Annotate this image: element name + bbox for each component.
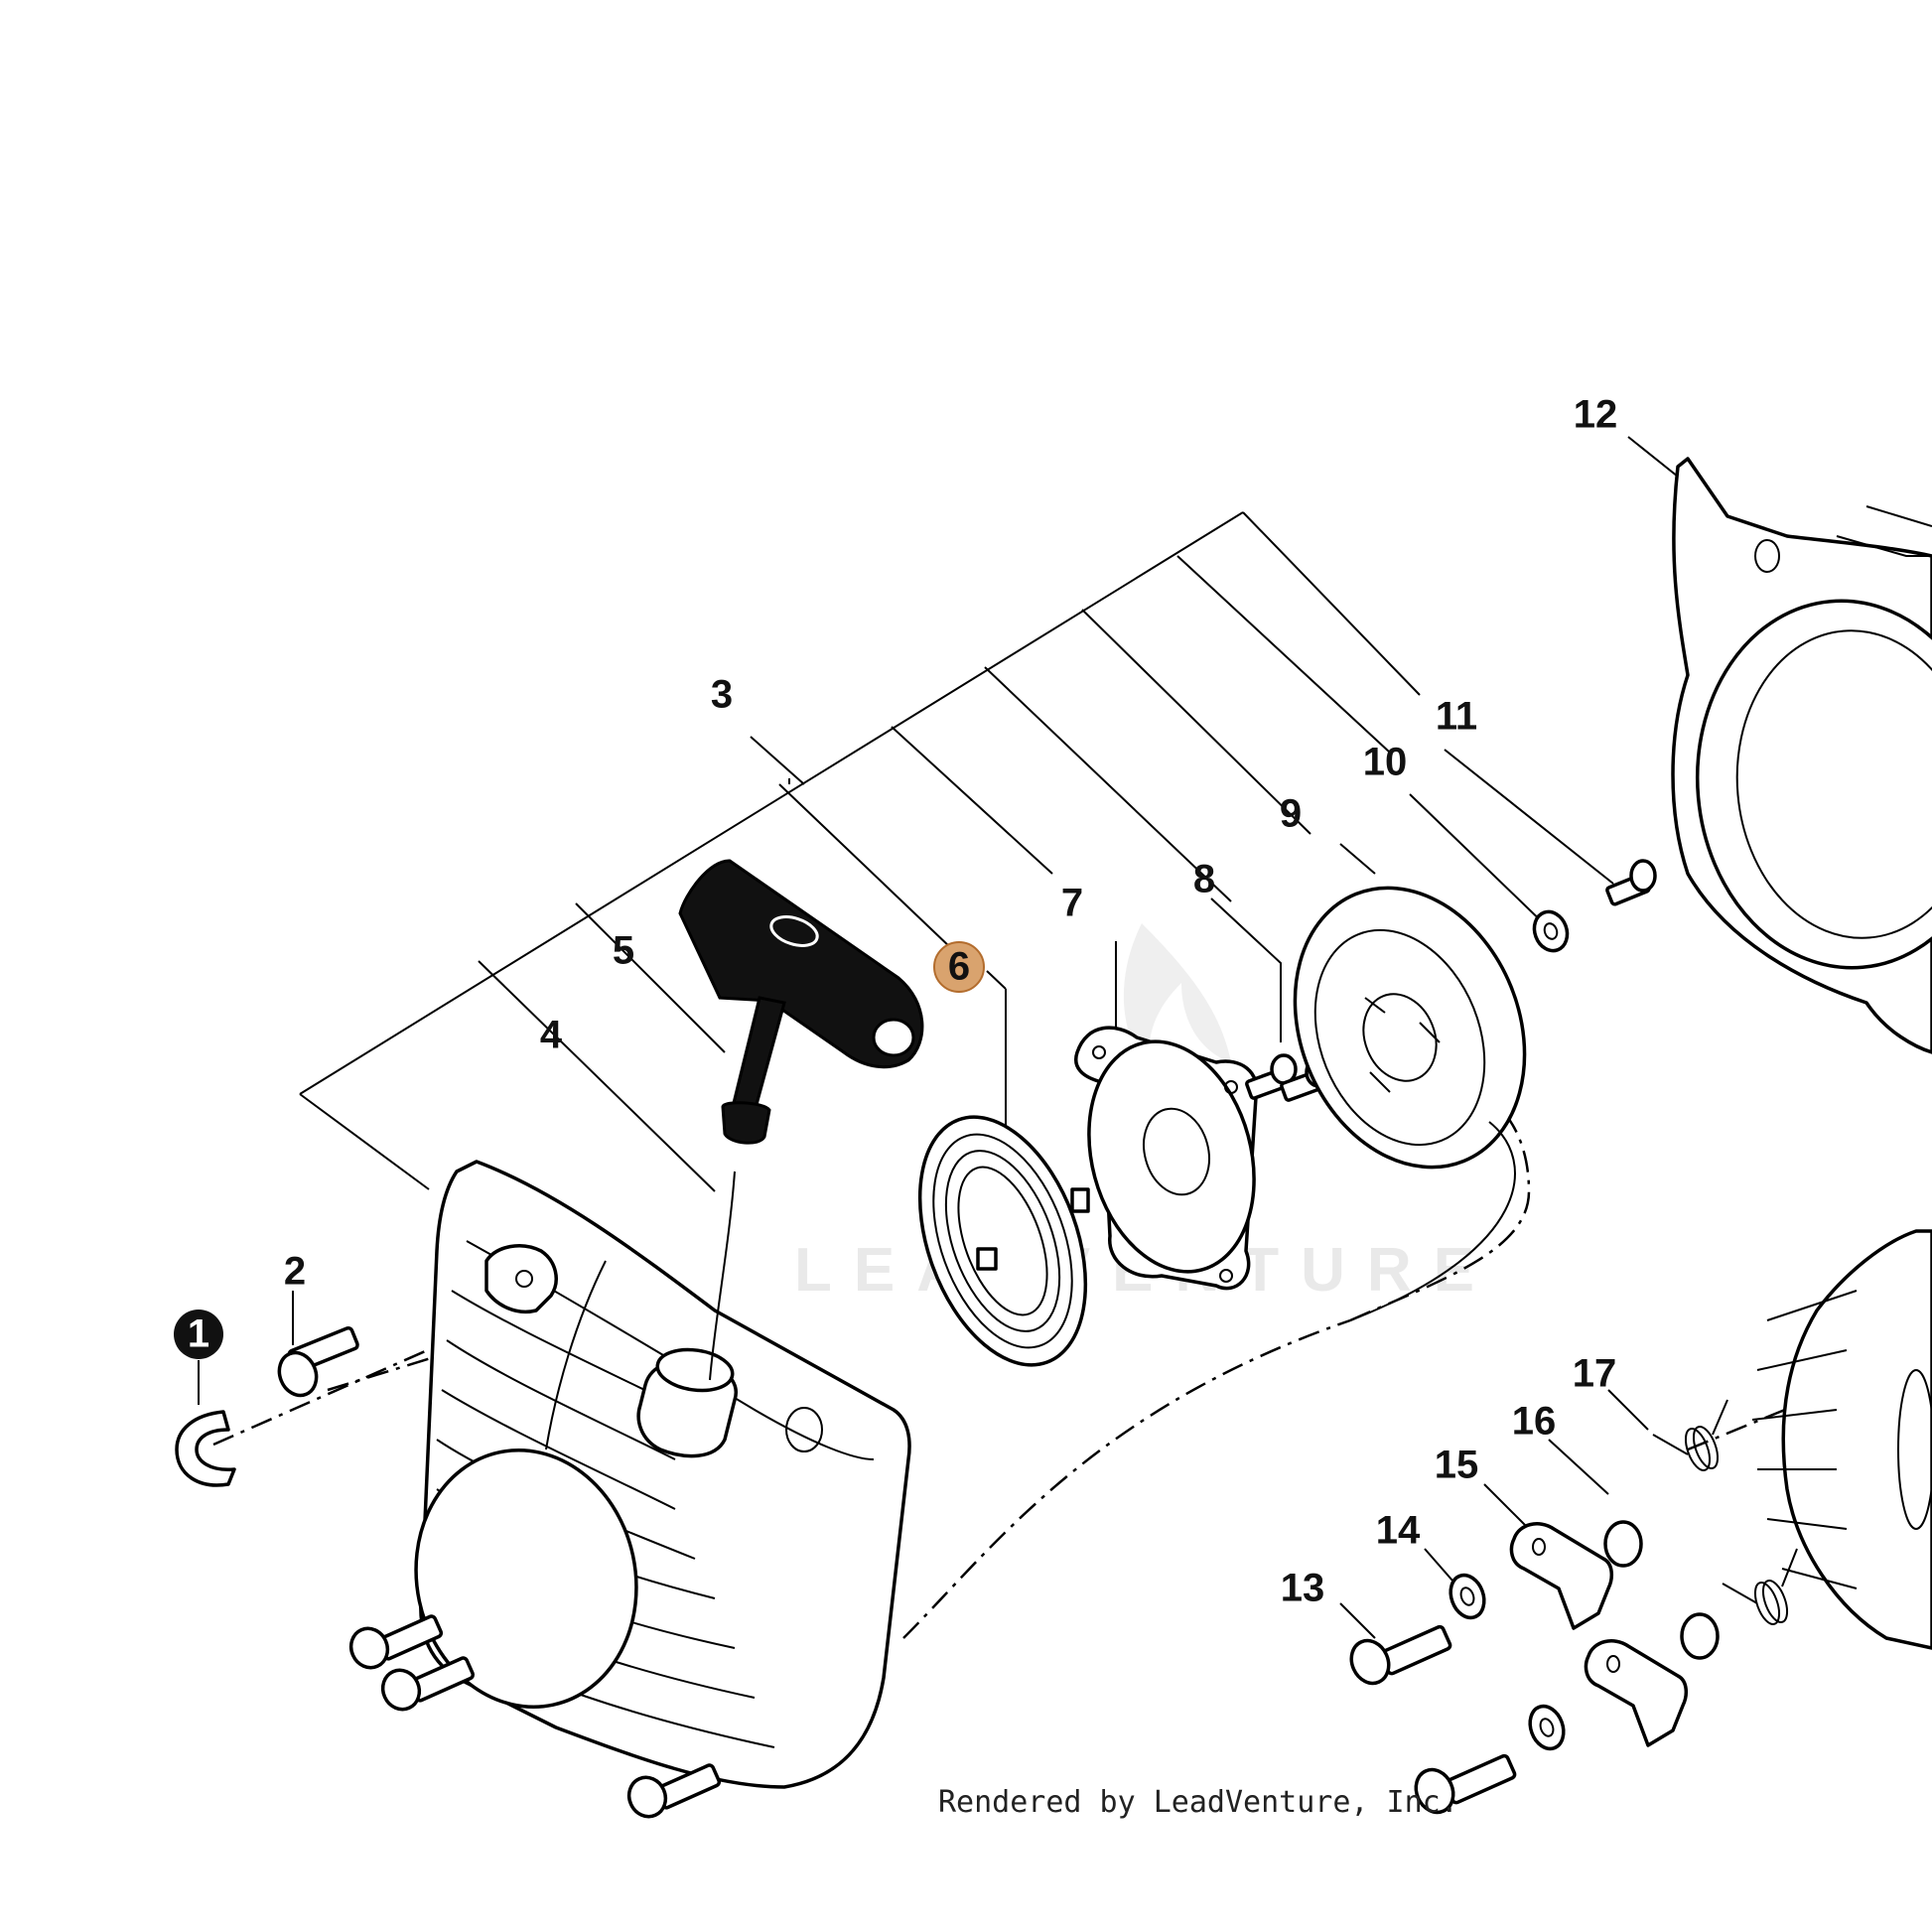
- callout-14: 14: [1376, 1509, 1421, 1553]
- callout-11: 11: [1436, 695, 1477, 739]
- callout-15: 15: [1435, 1444, 1479, 1487]
- part-1-circlip: [175, 1410, 236, 1487]
- callout-16: 16: [1512, 1400, 1557, 1444]
- part-fan-housing: [414, 1160, 911, 1789]
- part-6-rewind-spring: [917, 1115, 1090, 1367]
- part-16-sleeve: [1603, 1520, 1720, 1660]
- render-credit: Rendered by LeadVenture, Inc.: [938, 1785, 1458, 1820]
- part-15-pawl: [1509, 1522, 1689, 1747]
- callout-10: 10: [1363, 741, 1408, 784]
- part-5-starter-grip: [678, 859, 924, 1381]
- part-17-spring: [1652, 1399, 1798, 1625]
- part-14-washer: [1449, 1573, 1566, 1751]
- callout-2: 2: [284, 1250, 306, 1294]
- part-9-rope-rotor: [1293, 886, 1527, 1321]
- part-flywheel: [1751, 1229, 1932, 1650]
- part-10-washer: [1532, 909, 1570, 953]
- callout-8: 8: [1193, 858, 1215, 901]
- callout-labels: 1 2 3 4 5 6 7 8 9 10 11 12 13 14 15 16 1…: [174, 393, 1617, 1610]
- callout-17: 17: [1573, 1352, 1617, 1396]
- callout-9: 9: [1280, 792, 1302, 836]
- callout-6: 6: [948, 945, 970, 989]
- part-11-screw: [1605, 859, 1657, 906]
- callout-3: 3: [711, 673, 733, 717]
- callout-5: 5: [613, 929, 634, 973]
- part-7-spring-housing: [1074, 1026, 1259, 1291]
- callout-12: 12: [1574, 393, 1618, 437]
- callout-13: 13: [1281, 1567, 1325, 1610]
- housing-screws: [348, 1614, 722, 1819]
- part-13-screw: [1349, 1624, 1517, 1815]
- part-2-screw: [277, 1325, 359, 1398]
- callout-4: 4: [540, 1014, 563, 1057]
- callout-1-badge: [174, 1310, 223, 1359]
- kit-bracket: [299, 511, 1421, 1192]
- callout-7: 7: [1061, 882, 1083, 925]
- callout-6-badge: [933, 941, 985, 993]
- callout-1: 1: [188, 1312, 209, 1356]
- part-12-fan-shroud: [1671, 457, 1932, 1054]
